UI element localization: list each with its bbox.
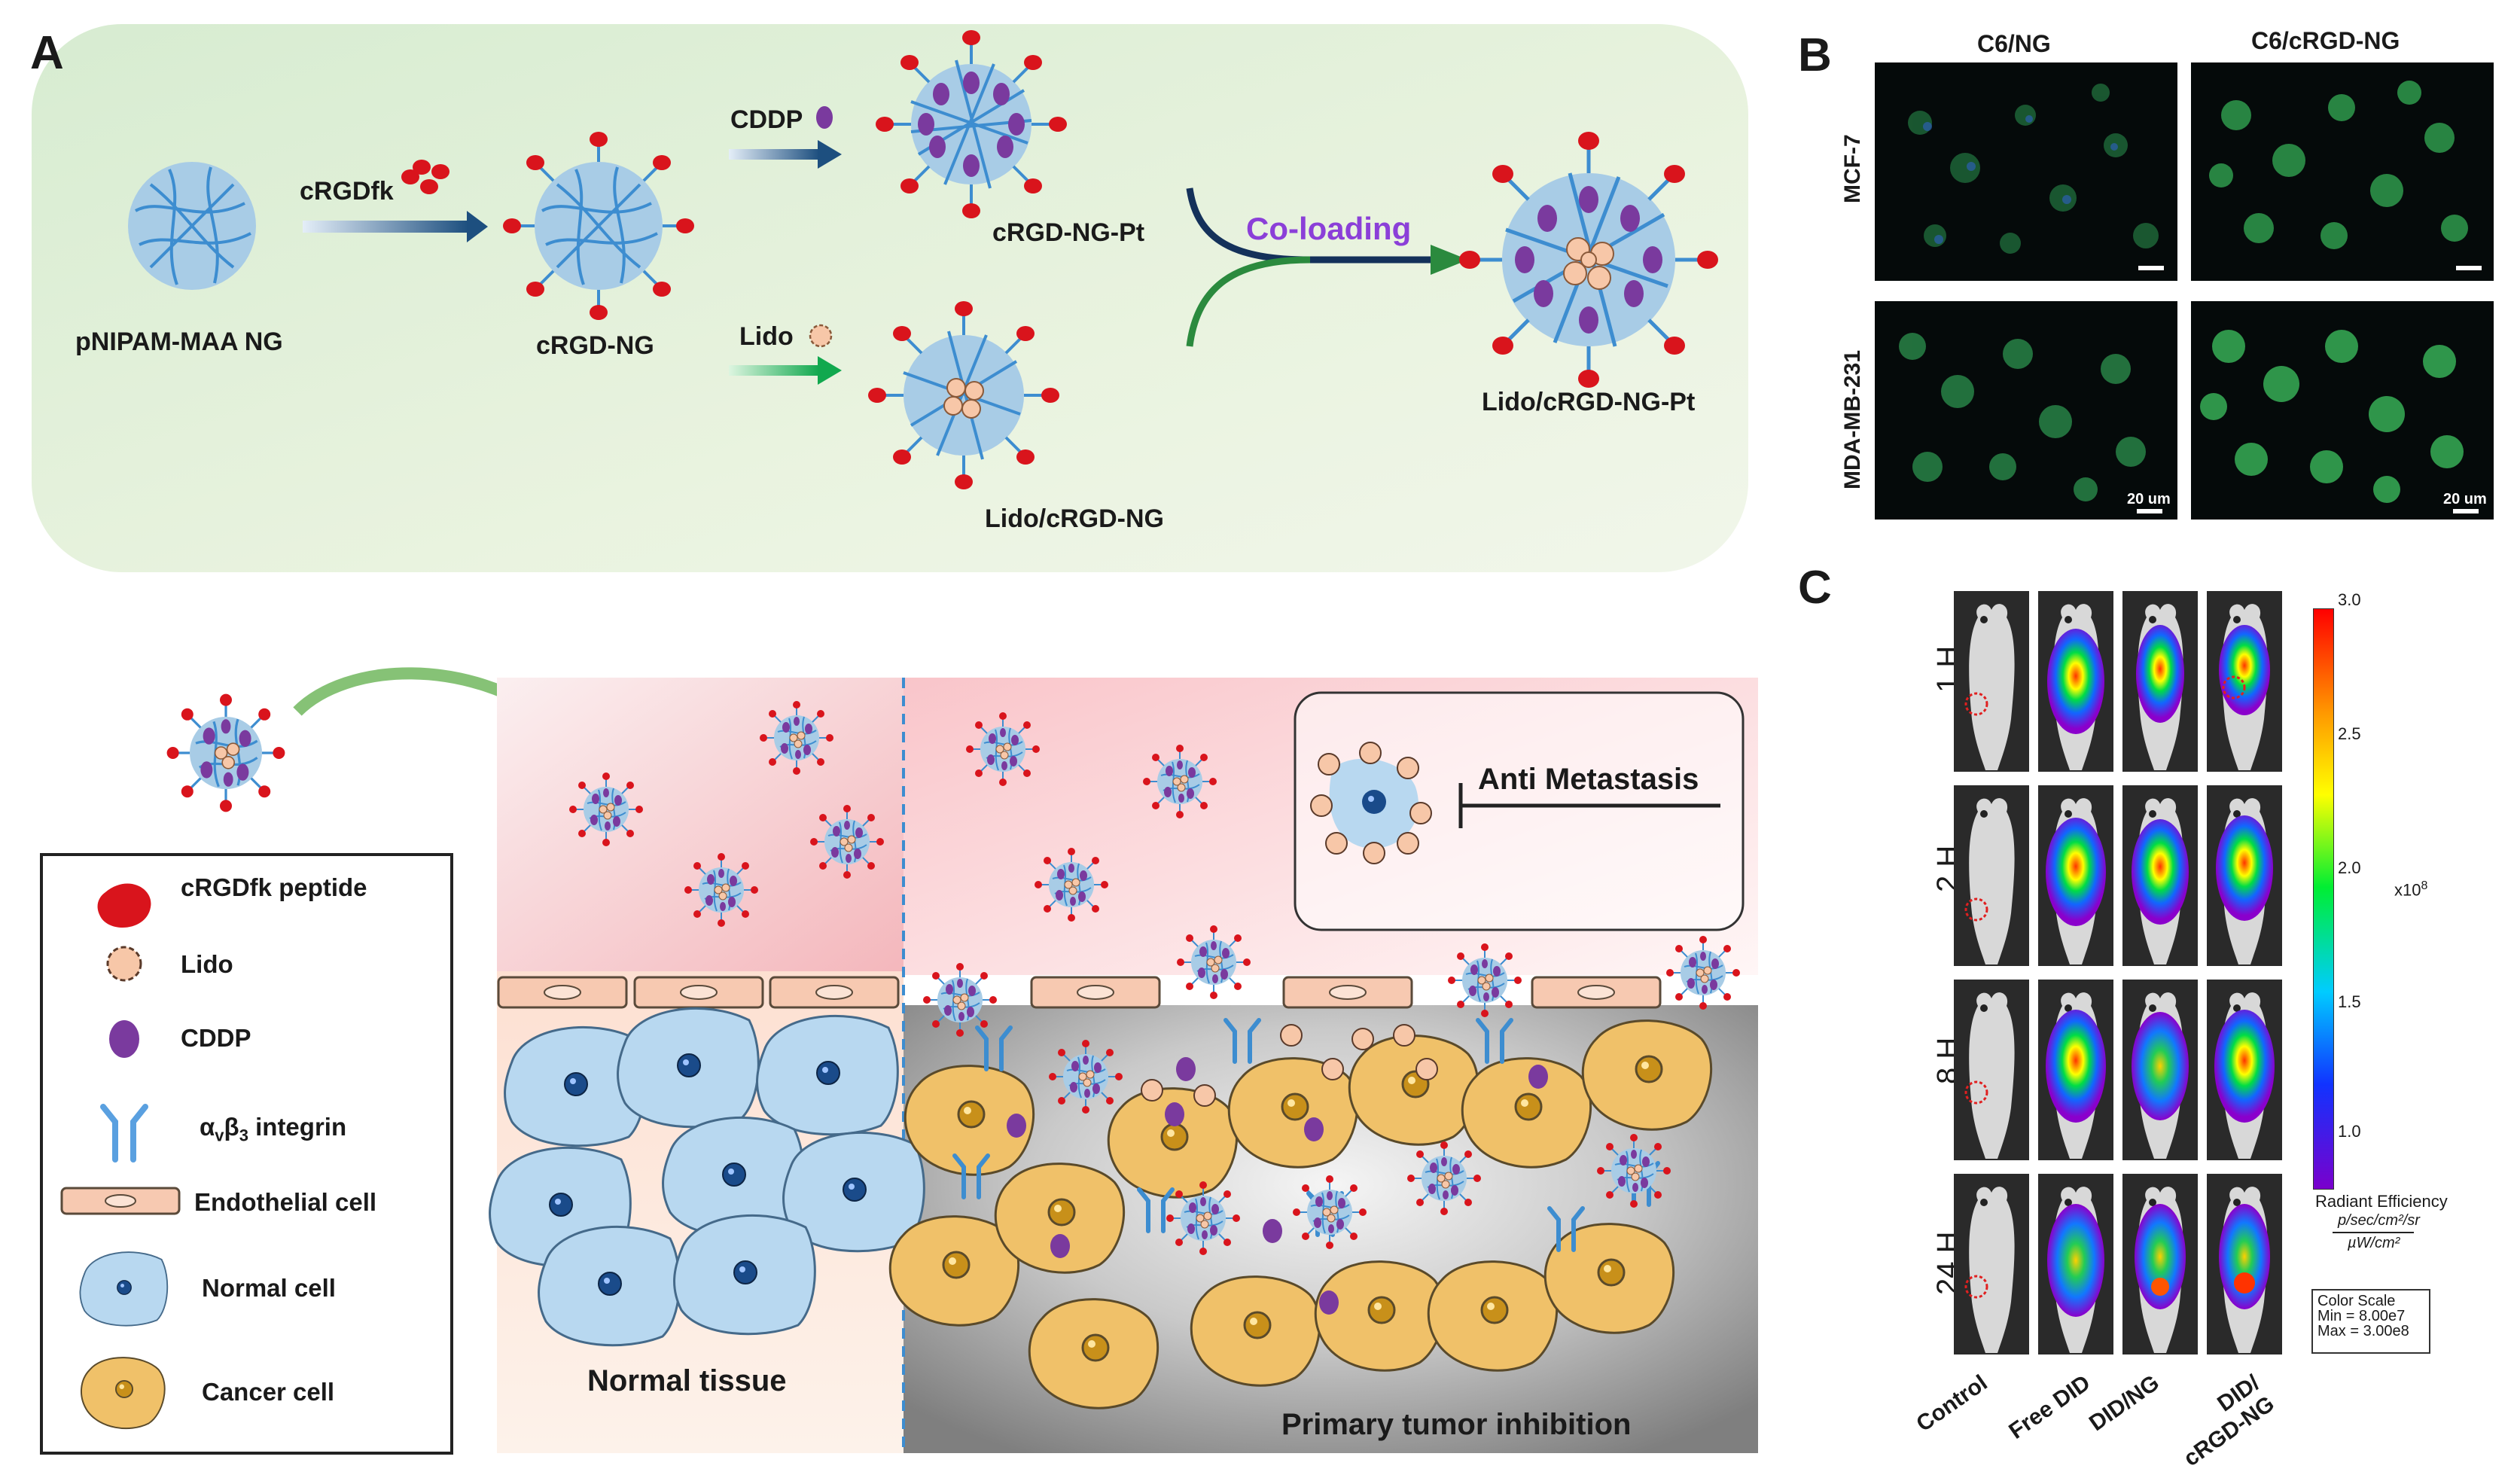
- legend-integrin-label: αvβ3 integrin: [200, 1113, 346, 1146]
- legend-endothelial-label: Endothelial cell: [194, 1188, 377, 1216]
- coloading-arrows: [1186, 187, 1446, 347]
- cRGD-nanogel: [503, 132, 694, 320]
- colorbar-tick-1.0: 1.0: [2338, 1122, 2361, 1141]
- pnipam-label: pNIPAM-MAA NG: [75, 328, 283, 356]
- final-nanogel: [1459, 132, 1718, 388]
- legend-peptide-label: cRGDfk peptide: [181, 873, 367, 901]
- coloading-arrowhead: [1431, 245, 1468, 275]
- schematic-canvas: [32, 24, 1758, 1455]
- colorbar-tick-3.0: 3.0: [2338, 590, 2361, 609]
- scale-bar-label: 20 um: [2443, 491, 2487, 507]
- integrin-icon: [100, 1104, 148, 1163]
- lido-cRGD-NG-nanogel: [868, 301, 1059, 489]
- cRGD-NG-Pt-label: cRGD-NG-Pt: [992, 218, 1145, 247]
- scale-bar: [2453, 509, 2479, 513]
- endothelial-cell-icon: [60, 1187, 181, 1215]
- mouse-row-4: [1954, 1174, 2282, 1354]
- unit-denominator: µW/cm²: [2348, 1235, 2400, 1251]
- unit-fraction-line: [2333, 1232, 2414, 1233]
- group-label-did-crgd-ng: DID/ cRGD-NG: [2179, 1370, 2279, 1472]
- panel-b-col2-label: C6/cRGD-NG: [2251, 27, 2400, 54]
- beta-symbol: β: [224, 1113, 239, 1141]
- peptide-icon: [97, 883, 151, 928]
- colorbar-multiplier: x108: [2394, 879, 2427, 900]
- micrograph-mcf7-crgd: [2191, 62, 2494, 281]
- legend-icons: [60, 883, 181, 1430]
- multiplier-base: x10: [2394, 880, 2421, 900]
- tumor-label: Primary tumor inhibition: [1281, 1408, 1632, 1441]
- panel-b-row2-label: MDA-MB-231: [1840, 349, 1865, 489]
- unit-numerator: p/sec/cm²/sr: [2338, 1212, 2420, 1229]
- colorbar: [2313, 608, 2334, 1190]
- colorbar-tick-2.5: 2.5: [2338, 724, 2361, 743]
- integrin-word: integrin: [248, 1113, 347, 1141]
- scale-bar: [2137, 509, 2162, 513]
- group-label-free-did: Free DID: [2004, 1370, 2095, 1444]
- cancer-cell-icon: [80, 1357, 166, 1430]
- cddp-label: CDDP: [730, 105, 803, 134]
- pnipam-nanogel: [126, 160, 257, 291]
- panel-b-row1-label: MCF-7: [1840, 134, 1865, 203]
- micrograph-mda-crgd: 20 um: [2191, 301, 2494, 520]
- cRGD-NG-label: cRGD-NG: [536, 331, 654, 360]
- mouse-row-2: [1954, 785, 2282, 966]
- lido-arrow: [729, 324, 842, 385]
- legend-cancer-cell-label: Cancer cell: [202, 1378, 335, 1406]
- micrograph-texture: [1899, 333, 2146, 501]
- scale-bar-label: 20 um: [2127, 491, 2171, 507]
- metastasis-cell: [1310, 742, 1432, 864]
- panel-a-letter: A: [30, 27, 64, 79]
- coloading-label: Co-loading: [1246, 211, 1412, 246]
- lido-icon: [106, 946, 142, 982]
- mouse-row-1: [1954, 591, 2282, 772]
- panel-b-col1-label: C6/NG: [1977, 30, 2051, 57]
- anti-metastasis-label: Anti Metastasis: [1478, 763, 1699, 796]
- cRGDfk-label: cRGDfk: [300, 177, 394, 206]
- alpha-symbol: α: [200, 1113, 215, 1141]
- radiant-efficiency-label: Radiant Efficiency: [2315, 1192, 2448, 1211]
- inhibition-symbol: [1458, 783, 1720, 828]
- multiplier-exponent: 8: [2421, 879, 2428, 892]
- anti-metastasis-box: [1294, 691, 1745, 931]
- scale-bar: [2456, 266, 2482, 270]
- micrograph-texture: [2200, 330, 2464, 503]
- group-label-control: Control: [1912, 1370, 1992, 1437]
- cRGDfk-arrow: [303, 160, 488, 242]
- legend-normal-cell-label: Normal cell: [202, 1274, 336, 1302]
- micrograph-mcf7-ng: [1875, 62, 2177, 281]
- panel-b-letter: B: [1798, 29, 1832, 81]
- panel-c-letter: C: [1798, 562, 1832, 614]
- micrograph-texture: [2209, 81, 2468, 249]
- legend-lido-label: Lido: [181, 950, 233, 978]
- cddp-icon: [109, 1020, 139, 1058]
- final-label: Lido/cRGD-NG-Pt: [1482, 388, 1696, 416]
- normal-tissue-label: Normal tissue: [587, 1364, 787, 1397]
- colorbar-tick-1.5: 1.5: [2338, 992, 2361, 1011]
- color-scale-title: Color Scale: [2317, 1293, 2396, 1309]
- legend-cddp-label: CDDP: [181, 1024, 251, 1052]
- micrograph-mda-ng: 20 um: [1875, 301, 2177, 520]
- colorbar-tick-2.0: 2.0: [2338, 858, 2361, 877]
- cRGD-NG-Pt-nanogel: [876, 30, 1067, 218]
- scale-bar: [2138, 266, 2164, 270]
- normal-cell-icon: [79, 1251, 169, 1327]
- beta-subscript: 3: [239, 1126, 248, 1145]
- micrograph-texture: [1908, 84, 2159, 254]
- panel-a-background: [32, 24, 1748, 572]
- color-scale-min: Min = 8.00e7: [2317, 1308, 2406, 1324]
- mouse-row-3: [1954, 980, 2282, 1160]
- incoming-nanogel: [166, 692, 286, 814]
- cddp-arrow: [729, 106, 842, 169]
- lido-label: Lido: [739, 322, 794, 351]
- alpha-subscript: v: [215, 1126, 224, 1145]
- imaging-grid: [1954, 591, 2282, 1354]
- color-scale-max: Max = 3.00e8: [2317, 1323, 2409, 1339]
- group-label-did-ng: DID/NG: [2084, 1370, 2164, 1437]
- color-scale-box: Color Scale Min = 8.00e7 Max = 3.00e8: [2311, 1289, 2430, 1354]
- lido-cRGD-NG-label: Lido/cRGD-NG: [985, 504, 1164, 533]
